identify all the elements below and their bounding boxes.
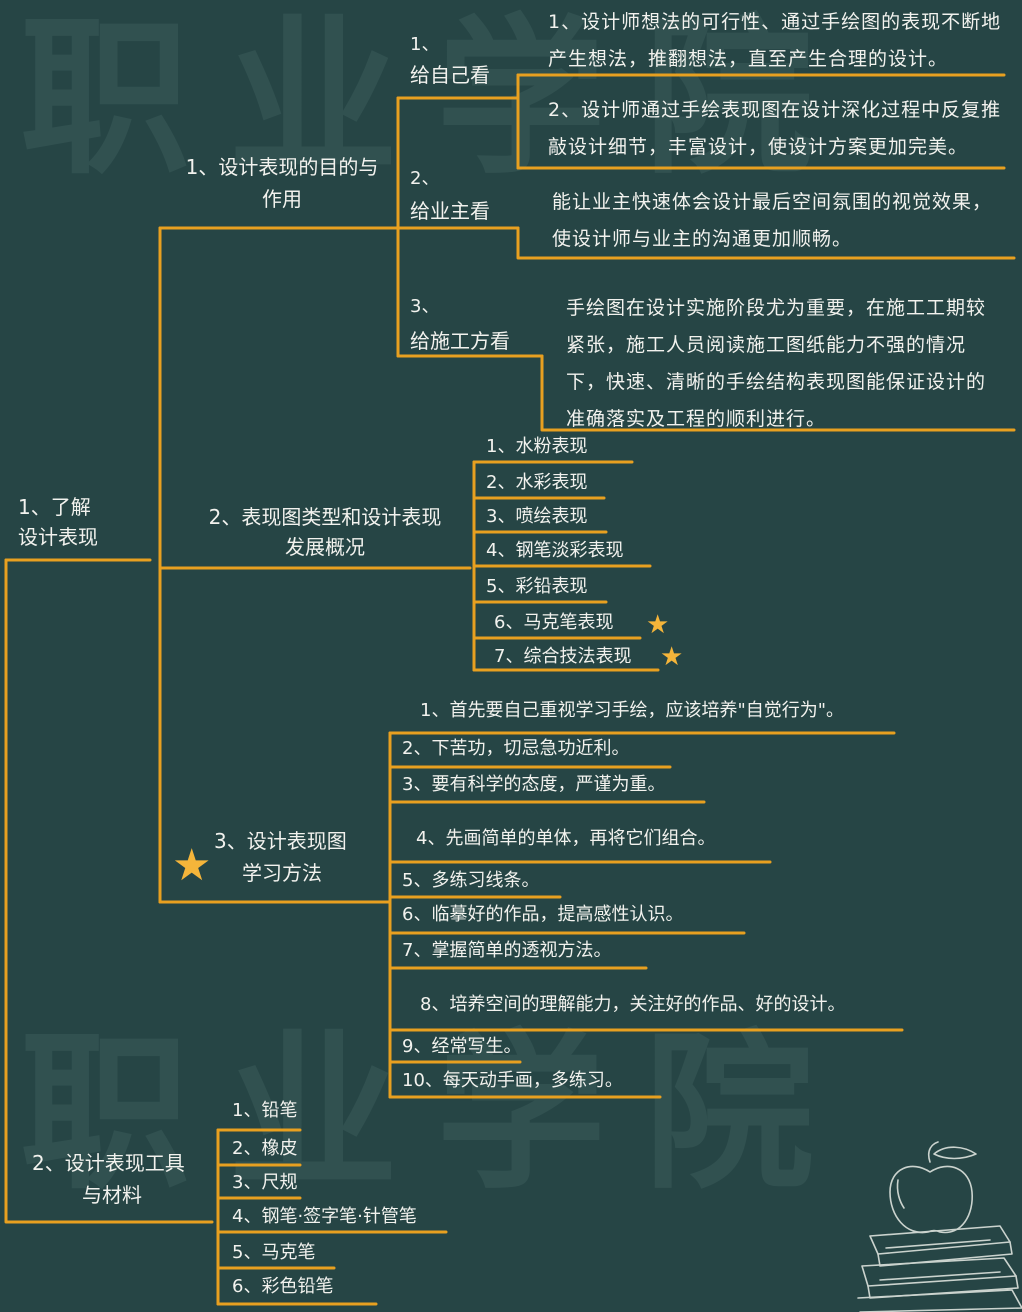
node-builder-desc: 手绘图在设计实施阶段尤为重要，在施工工期较紧张，施工人员阅读施工图纸能力不强的情…: [566, 297, 987, 430]
star-icon: ★: [660, 642, 684, 672]
node-client-num: 2、: [410, 168, 440, 189]
node-client-desc: 能让业主快速体会设计最后空间氛围的视觉效果，使设计师与业主的沟通更加顺畅。: [552, 191, 993, 250]
method-item: 3、要有科学的态度，严谨为重。: [402, 774, 666, 795]
method-item: 1、首先要自己重视学习手绘，应该培养"自觉行为"。: [420, 700, 845, 721]
tool-item: 2、橡皮: [232, 1138, 298, 1159]
branch3-label-line1: 3、设计表现图: [214, 829, 347, 853]
type-item: 3、喷绘表现: [486, 506, 588, 527]
method-item: 4、先画简单的单体，再将它们组合。: [416, 828, 716, 849]
branch4-label-line1: 2、设计表现工具: [32, 1151, 185, 1175]
node-self-label: 给自己看: [410, 63, 490, 87]
branch3-label-line2: 学习方法: [242, 861, 322, 885]
star-icon: ★: [172, 840, 212, 891]
node-builder-num: 3、: [410, 296, 440, 317]
root-label-line1: 1、了解: [18, 495, 91, 519]
branch1-label-line2: 作用: [262, 187, 302, 211]
type-item: 4、钢笔淡彩表现: [486, 540, 624, 561]
node-self-desc1: 1、设计师想法的可行性、通过手绘图的表现不断地产生想法，推翻想法，直至产生合理的…: [548, 11, 1002, 70]
branch2-label-line1: 2、表现图类型和设计表现: [208, 505, 442, 529]
branch1-label-line1: 1、设计表现的目的与: [185, 155, 379, 179]
watermark-bottom: 职业学院: [20, 1015, 853, 1213]
method-item: 10、每天动手画，多练习。: [402, 1070, 623, 1091]
node-self-num: 1、: [410, 34, 440, 55]
apple-books-icon: [857, 1141, 1022, 1312]
method-item: 9、经常写生。: [402, 1036, 522, 1057]
node-builder-label: 给施工方看: [410, 329, 510, 353]
type-item: 1、水粉表现: [486, 436, 588, 457]
tool-item: 6、彩色铅笔: [232, 1276, 334, 1297]
method-item: 6、临摹好的作品，提高感性认识。: [402, 904, 684, 925]
node-client-label: 给业主看: [410, 199, 490, 223]
tool-item: 3、尺规: [232, 1172, 298, 1193]
tool-item: 1、铅笔: [232, 1100, 298, 1121]
tool-item: 5、马克笔: [232, 1242, 316, 1263]
method-item: 7、掌握简单的透视方法。: [402, 940, 612, 961]
method-item: 2、下苦功，切忌急功近利。: [402, 738, 630, 759]
node-self-desc2: 2、设计师通过手绘表现图在设计深化过程中反复推敲设计细节，丰富设计，使设计方案更…: [548, 99, 1002, 158]
branch2-label-line2: 发展概况: [285, 535, 365, 559]
branch4-label-line2: 与材料: [82, 1183, 142, 1207]
root-label-line2: 设计表现: [18, 525, 98, 549]
method-item: 5、多练习线条。: [402, 870, 540, 891]
method-item: 8、培养空间的理解能力，关注好的作品、好的设计。: [420, 994, 846, 1015]
type-item: 5、彩铅表现: [486, 576, 588, 597]
type-item: 7、综合技法表现: [494, 646, 632, 667]
type-item: 2、水彩表现: [486, 472, 588, 493]
tool-item: 4、钢笔·签字笔·针管笔: [232, 1206, 417, 1227]
type-item: 6、马克笔表现: [494, 612, 614, 633]
star-icon: ★: [646, 610, 670, 640]
